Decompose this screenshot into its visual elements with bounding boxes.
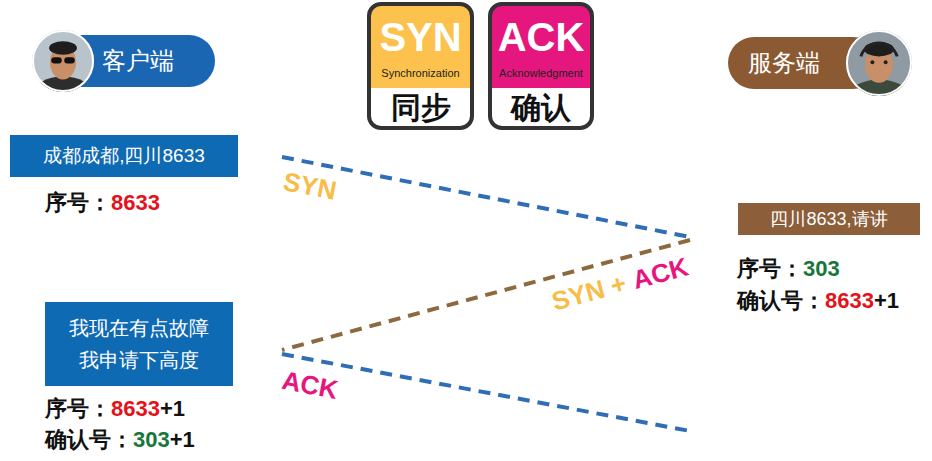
node-text: 成都成都,四川8633	[43, 145, 205, 166]
field-text: +1	[874, 286, 899, 316]
signal-label: SYN +ACK	[548, 251, 691, 316]
avatar-photo	[846, 30, 912, 116]
field-text: 确认号：	[737, 286, 825, 316]
client-pill: 客户端	[32, 30, 215, 92]
syn-icon-box: SYNSynchronization 同步	[367, 2, 474, 130]
node-text: 客户端	[102, 30, 174, 92]
ack-number-row: 确认号：303+1	[45, 425, 195, 455]
node-text: ACK	[492, 12, 590, 62]
node-text: 服务端	[748, 30, 820, 96]
signal-label: ACK	[279, 365, 340, 405]
ack-dashed-line	[282, 354, 690, 431]
syn-dashed-line	[282, 157, 690, 237]
field-text: 303	[133, 425, 170, 455]
ack-number-row: 确认号：8633+1	[737, 286, 899, 316]
signal-name: ACK	[279, 365, 340, 405]
server-pill: 服务端	[728, 30, 912, 96]
node-text: 同步	[371, 90, 470, 126]
node-text: 我现在有点故障 我申请下高度	[69, 317, 209, 371]
field-text: 序号：	[737, 254, 803, 284]
sequence-row: 序号：8633	[45, 188, 160, 218]
sequence-row: 序号：8633+1	[45, 394, 185, 424]
node-text: SYN	[371, 12, 470, 62]
field-text: 8633	[825, 286, 874, 316]
message-box: 四川8633,请讲	[738, 203, 920, 235]
message-box: 成都成都,四川8633	[10, 135, 238, 177]
signal-name: ACK	[629, 251, 691, 295]
signal-name: SYN	[281, 166, 339, 206]
message-box: 我现在有点故障 我申请下高度	[45, 302, 233, 386]
field-text: +1	[160, 394, 185, 424]
syn-ack-dashed-line	[282, 240, 690, 350]
avatar-photo	[32, 30, 94, 111]
field-text: 确认号：	[45, 425, 133, 455]
node-text: Acknowledgment	[492, 62, 590, 84]
signal-name: SYN +	[548, 268, 629, 317]
field-text: +1	[170, 425, 195, 455]
sequence-row: 序号：303	[737, 254, 840, 284]
field-text: 序号：	[45, 394, 111, 424]
node-text: Synchronization	[371, 62, 470, 84]
node-text: 四川8633,请讲	[770, 209, 887, 229]
field-text: 303	[803, 254, 840, 284]
signal-label: SYN	[281, 166, 339, 206]
node-text: 确认	[492, 90, 590, 126]
field-text: 8633	[111, 188, 160, 218]
field-text: 8633	[111, 394, 160, 424]
field-text: 序号：	[45, 188, 111, 218]
ack-icon-box: ACKAcknowledgment 确认	[488, 2, 594, 130]
